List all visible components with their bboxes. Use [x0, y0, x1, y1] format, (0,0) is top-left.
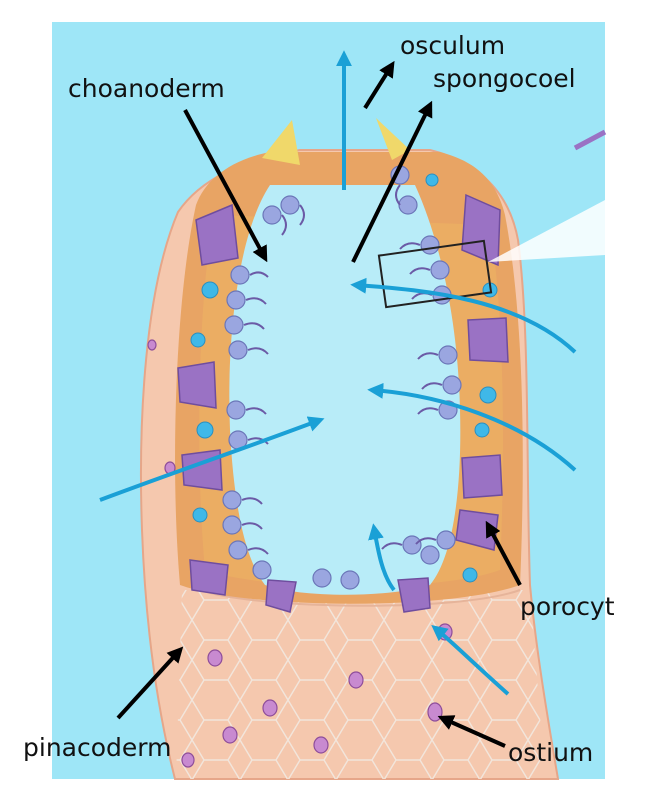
- label-pinacoderm: pinacoderm: [23, 733, 172, 762]
- arrow-pinacoderm: [116, 646, 184, 720]
- label-porocyt: porocyt: [520, 592, 615, 621]
- arrow-choanoderm: [183, 109, 268, 263]
- label-spongocoel: spongocoel: [433, 64, 576, 93]
- arrow-spongocoel: [351, 100, 433, 263]
- arrow-osculum: [363, 60, 395, 110]
- inset-box: [377, 239, 493, 309]
- label-choanoderm: choanoderm: [68, 74, 225, 103]
- label-ostium: ostium: [508, 738, 594, 767]
- arrow-ostium: [437, 715, 506, 748]
- label-osculum: osculum: [400, 31, 506, 60]
- arrow-porocyt: [485, 520, 522, 586]
